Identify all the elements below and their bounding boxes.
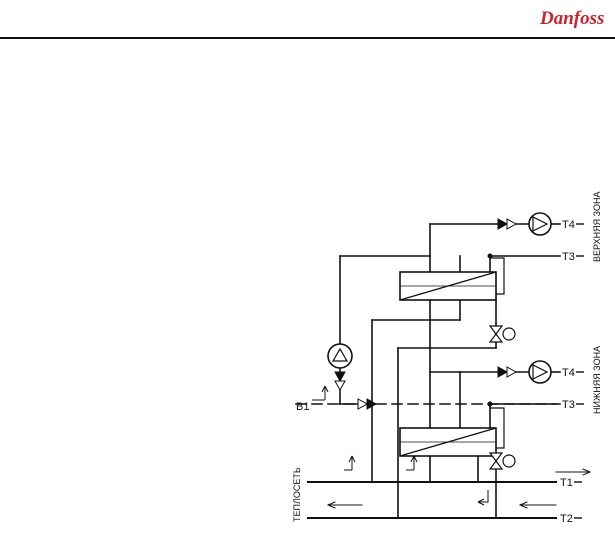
control-valve-upper [488, 257, 516, 343]
label-t3-lower: T3 [562, 399, 575, 411]
logo-text: Danfoss [539, 8, 604, 29]
sensor-upper [487, 253, 493, 259]
flow-arrow-t1 [555, 468, 591, 476]
check-valve-lower [497, 366, 509, 378]
label-b1: B1 [296, 401, 309, 413]
sensor-lower [487, 401, 493, 407]
label-t3-upper: T3 [562, 251, 575, 263]
flow-arrow-t2-left [327, 501, 363, 509]
label-t2: T2 [560, 513, 573, 525]
heat-exchanger-upper [399, 271, 497, 301]
danfoss-logo: Danfoss [539, 8, 604, 29]
header-rule [0, 37, 615, 39]
flow-arrow-down-right [477, 490, 489, 506]
flow-arrow-up-right [406, 455, 418, 471]
flow-arrow-up-mid [344, 455, 356, 471]
label-zone-lower: НИЖНЯЯ ЗОНА [592, 346, 602, 414]
pump-lower-zone [528, 360, 552, 384]
label-t1: T1 [560, 477, 573, 489]
check-valve-b1 [357, 398, 369, 410]
control-valve-lower [488, 407, 516, 470]
label-t4-lower: T4 [562, 367, 575, 379]
label-zone-upper: ВЕРХНЯЯ ЗОНА [592, 192, 602, 262]
pump-recirculation [327, 343, 353, 369]
pump-upper-zone [528, 212, 552, 236]
flow-arrow-up-left [312, 385, 329, 401]
check-valve-recirc [334, 371, 346, 383]
heat-exchanger-lower [399, 427, 497, 457]
label-t4-upper: T4 [562, 219, 575, 231]
check-valve-upper [497, 218, 509, 230]
flow-arrow-t2-right [519, 501, 557, 509]
label-network: ТЕПЛОСЕТЬ [292, 467, 302, 522]
